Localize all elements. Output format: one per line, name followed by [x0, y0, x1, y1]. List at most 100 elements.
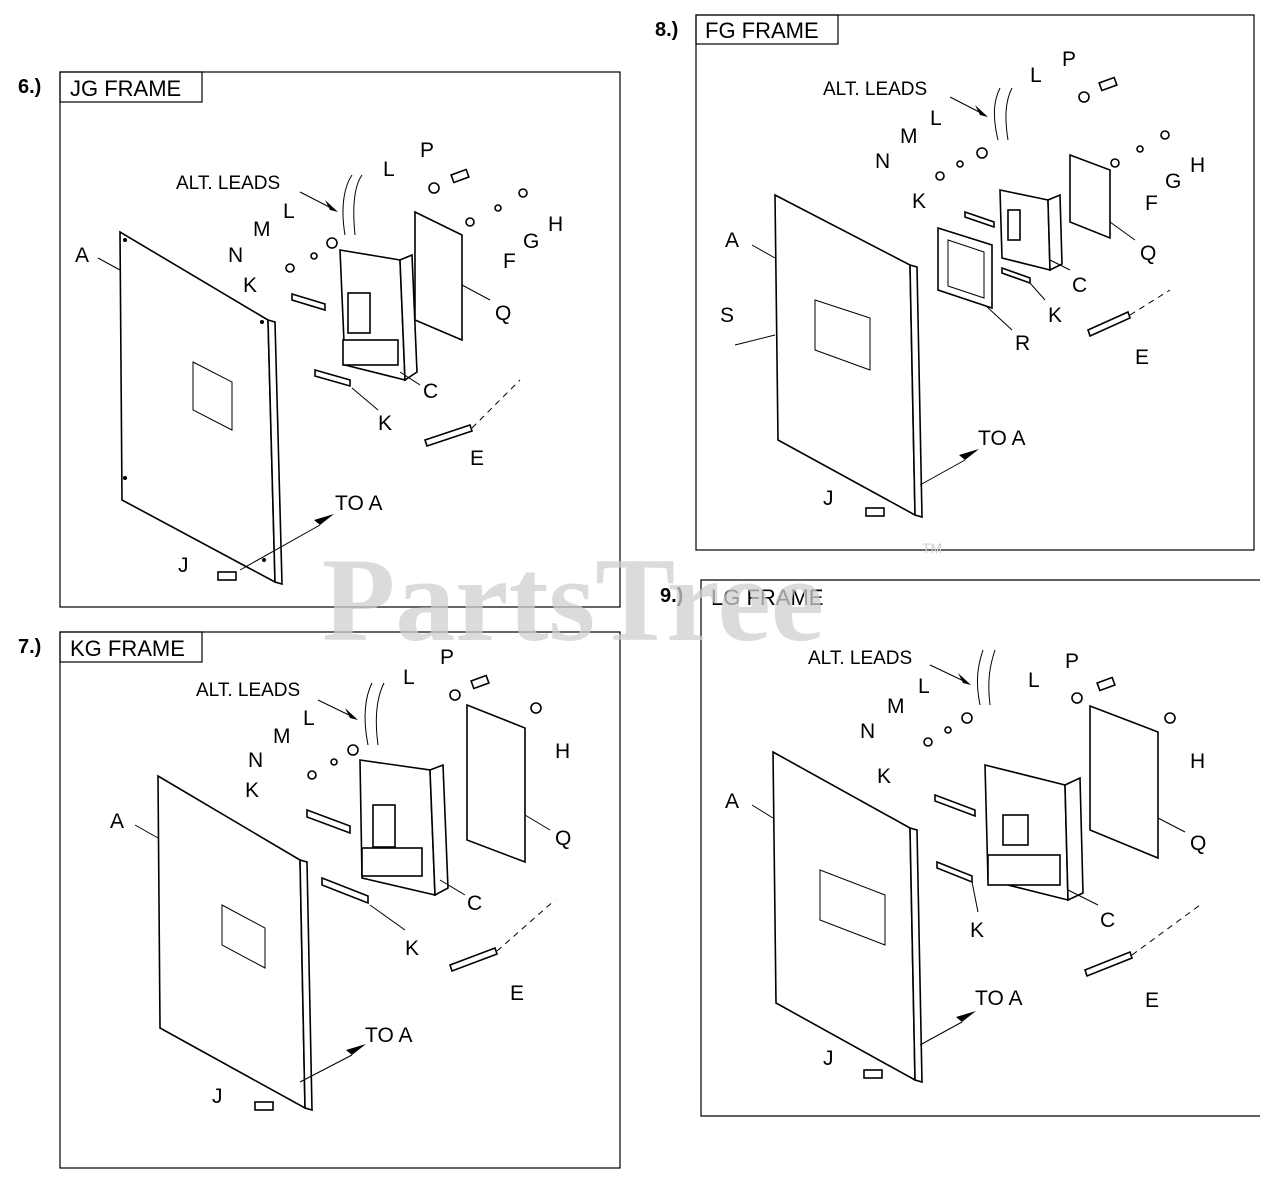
breaker-handle: [372, 804, 396, 848]
screw-s: [734, 334, 776, 346]
label-l: L: [383, 158, 395, 181]
leader-r: [984, 304, 1013, 331]
label-l: L: [918, 675, 930, 698]
nut-h: [530, 702, 542, 714]
panel-border: [59, 71, 621, 608]
watermark-trademark: TM: [922, 540, 942, 556]
washer-l: [1071, 692, 1083, 704]
panel-title-box: [695, 14, 839, 45]
washer-l: [1078, 91, 1090, 103]
label-a: A: [725, 790, 739, 813]
panel-title: LG FRAME: [711, 585, 823, 610]
screw-p: [450, 168, 470, 184]
label-s: S: [720, 304, 734, 327]
label-n: N: [248, 749, 263, 772]
screw-p: [1098, 76, 1118, 92]
washer-f: [465, 217, 475, 227]
label-l: L: [1028, 669, 1040, 692]
label-c: C: [423, 380, 438, 403]
panel-number: 9.): [660, 585, 683, 607]
cover-plate-opening: [814, 299, 871, 371]
strip-k: [936, 860, 973, 884]
label-r: R: [1015, 332, 1030, 355]
label-p: P: [1062, 48, 1076, 71]
arrow-to-a: [346, 1044, 366, 1055]
label-a: A: [725, 229, 739, 252]
washer-f: [1110, 158, 1120, 168]
label-n: N: [860, 720, 875, 743]
label-c: C: [1072, 274, 1087, 297]
nut-h: [1164, 712, 1176, 724]
arrow-to-a: [959, 449, 979, 460]
leader-k: [1029, 282, 1046, 301]
label-q: Q: [1140, 242, 1156, 265]
screw-e: [1087, 310, 1131, 338]
leader-a: [134, 824, 159, 839]
lockwasher-g: [494, 204, 502, 212]
label-q: Q: [555, 827, 571, 850]
panel-number: 6.): [18, 76, 41, 98]
label-to-a: TO A: [335, 492, 382, 515]
label-j: J: [823, 487, 834, 510]
leader-k: [971, 881, 979, 913]
strip-k: [964, 210, 995, 229]
label-k: K: [877, 765, 891, 788]
screw-j: [217, 571, 237, 581]
label-a: A: [75, 244, 89, 267]
arrow-alt-leads: [975, 105, 988, 117]
leader-a: [751, 804, 774, 819]
washer-l: [347, 744, 359, 756]
arrow-to-a: [956, 1011, 976, 1022]
mount-hole: [260, 320, 264, 324]
cover-plate-edge: [299, 858, 313, 1112]
label-k: K: [970, 919, 984, 942]
strip-k: [314, 368, 351, 388]
leader-to-a: [919, 459, 966, 486]
washer-l: [976, 147, 988, 159]
label-j: J: [178, 554, 189, 577]
panel-kg-frame: 7.) KG FRAME A J TO A C ALT. LEADS N M L…: [18, 631, 621, 1169]
lockwasher-m: [330, 758, 338, 766]
cover-plate-a: [774, 193, 916, 517]
screw-j: [254, 1101, 274, 1111]
label-alt-leads: ALT. LEADS: [808, 648, 912, 669]
label-m: M: [253, 218, 271, 241]
label-k: K: [243, 274, 257, 297]
label-p: P: [1065, 650, 1079, 673]
leader-to-a: [919, 1021, 963, 1046]
mount-hole: [262, 558, 266, 562]
leader-c: [1067, 889, 1099, 906]
screw-e: [423, 423, 474, 448]
washer-l: [449, 689, 461, 701]
label-g: G: [523, 230, 539, 253]
label-to-a: TO A: [975, 987, 1022, 1010]
label-alt-leads: ALT. LEADS: [823, 79, 927, 100]
leader-to-a: [299, 1054, 353, 1083]
nut-h: [1160, 130, 1170, 140]
panel-title-box: [59, 71, 203, 103]
nut-n: [935, 171, 945, 181]
leader-c: [399, 371, 421, 386]
leader-a: [97, 257, 121, 271]
cover-plate-a: [157, 774, 306, 1110]
label-alt-leads: ALT. LEADS: [176, 173, 280, 194]
arrow-alt-leads: [325, 200, 338, 212]
centerline: [1131, 904, 1201, 956]
washer-l: [428, 182, 440, 194]
nut-h: [518, 188, 528, 198]
breaker-side: [1064, 776, 1084, 902]
leader-q: [461, 284, 491, 301]
leader-q: [1109, 221, 1136, 241]
nut-n: [923, 737, 933, 747]
washer-l: [961, 712, 973, 724]
panel-title: FG FRAME: [705, 18, 819, 43]
lockwasher-g: [1136, 145, 1144, 153]
strip-k: [934, 793, 976, 818]
leader-k: [369, 904, 406, 931]
label-n: N: [228, 244, 243, 267]
panel-title-box: [59, 631, 203, 663]
washer-l: [326, 237, 338, 249]
leader-to-a: [239, 524, 321, 571]
escutcheon-r: [937, 226, 993, 310]
